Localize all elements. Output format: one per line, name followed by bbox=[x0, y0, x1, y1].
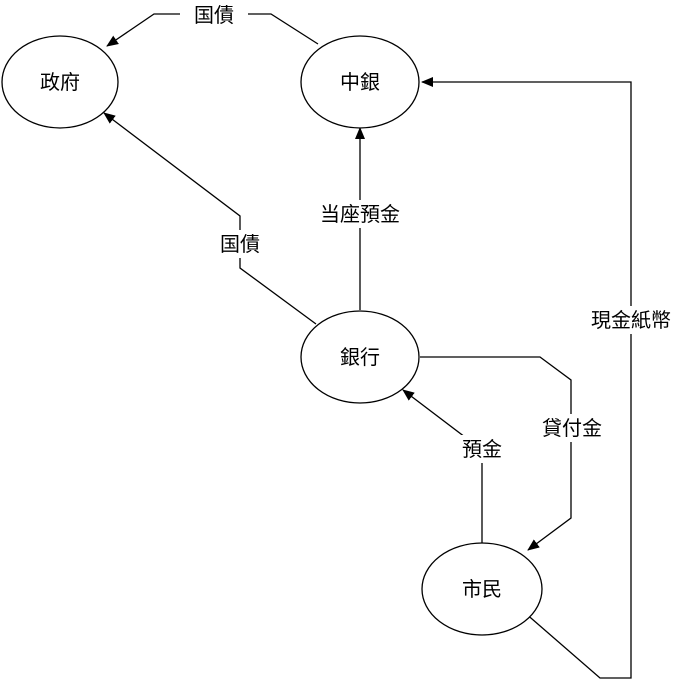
edge-citizens-to-bank: 預金 bbox=[402, 389, 518, 546]
edge-bank-to-central-bank: 当座預金 bbox=[302, 127, 418, 310]
node-citizens-label: 市民 bbox=[462, 577, 502, 601]
edge-bank-to-government: 国債 bbox=[103, 112, 317, 325]
edge-label-deposit: 預金 bbox=[462, 437, 502, 461]
node-central-bank-label: 中銀 bbox=[340, 70, 380, 94]
edge-label-government-bond-bank: 国債 bbox=[220, 232, 260, 256]
node-bank-ellipse bbox=[300, 310, 420, 404]
node-central-bank: 中銀 bbox=[300, 35, 420, 129]
edge-bank-to-citizens: 貸付金 bbox=[420, 356, 618, 551]
node-government-ellipse bbox=[1, 35, 119, 129]
edge-label-government-bond-top: 国債 bbox=[194, 3, 234, 27]
edge-label-current-deposit: 当座預金 bbox=[320, 202, 400, 226]
node-bank: 銀行 bbox=[300, 310, 420, 404]
edge-label-cash-notes: 現金紙幣 bbox=[591, 308, 671, 332]
edge-central-bank-to-government: 国債 bbox=[106, 2, 319, 47]
edge-citizens-to-central-bank: 現金紙幣 bbox=[421, 77, 690, 679]
node-central-bank-ellipse bbox=[300, 35, 420, 129]
edge-label-loan: 貸付金 bbox=[542, 416, 602, 440]
node-citizens-ellipse bbox=[421, 542, 543, 636]
node-citizens: 市民 bbox=[421, 542, 543, 636]
node-government-label: 政府 bbox=[40, 70, 80, 94]
node-bank-label: 銀行 bbox=[340, 345, 380, 369]
node-government: 政府 bbox=[1, 35, 119, 129]
